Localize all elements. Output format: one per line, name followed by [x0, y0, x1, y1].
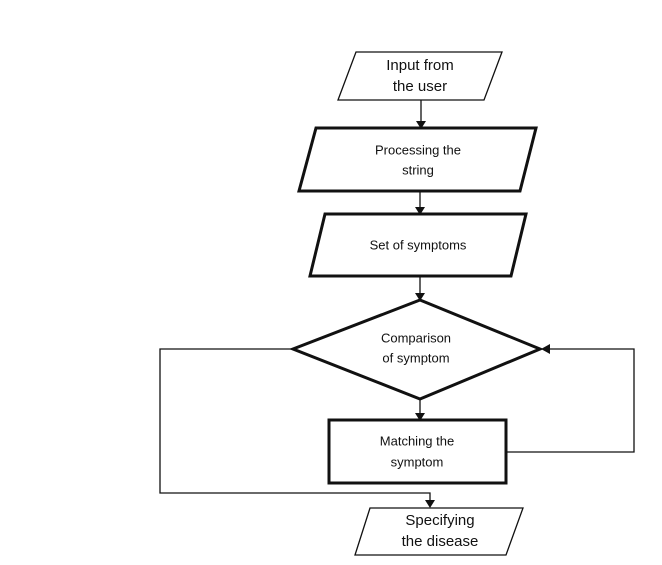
- arrowhead-comparison: [415, 293, 425, 301]
- comparison-label-line2: of symptom: [382, 350, 449, 365]
- comparison-label-line1: Comparison: [381, 330, 451, 345]
- processing-label-line2: string: [402, 162, 434, 177]
- arrowhead-output: [425, 500, 435, 508]
- symptoms-set-parallelogram: [308, 212, 528, 278]
- arrowhead-matching: [415, 413, 425, 421]
- output-label-line2: the disease: [402, 533, 479, 550]
- input-label-line2: the user: [393, 78, 447, 95]
- arrowhead-processing: [416, 121, 426, 129]
- processing-parallelogram: [297, 126, 538, 193]
- output-parallelogram: [354, 507, 524, 556]
- processing-label-line1: Processing the: [375, 142, 461, 157]
- input-label-line1: Input from: [386, 57, 454, 74]
- connector-matching-loop-back: [506, 348, 635, 453]
- arrowhead-loop-back: [541, 344, 550, 354]
- matching-label-line2: symptom: [391, 454, 444, 469]
- arrowhead-symptoms: [415, 207, 425, 215]
- matching-label-line1: Matching the: [380, 433, 454, 448]
- matching-process-box: [327, 418, 508, 485]
- symptoms-set-label: Set of symptoms: [370, 237, 467, 252]
- input-parallelogram: [337, 51, 503, 101]
- output-label-line1: Specifying: [405, 512, 474, 529]
- connector-comparison-to-output: [159, 348, 431, 502]
